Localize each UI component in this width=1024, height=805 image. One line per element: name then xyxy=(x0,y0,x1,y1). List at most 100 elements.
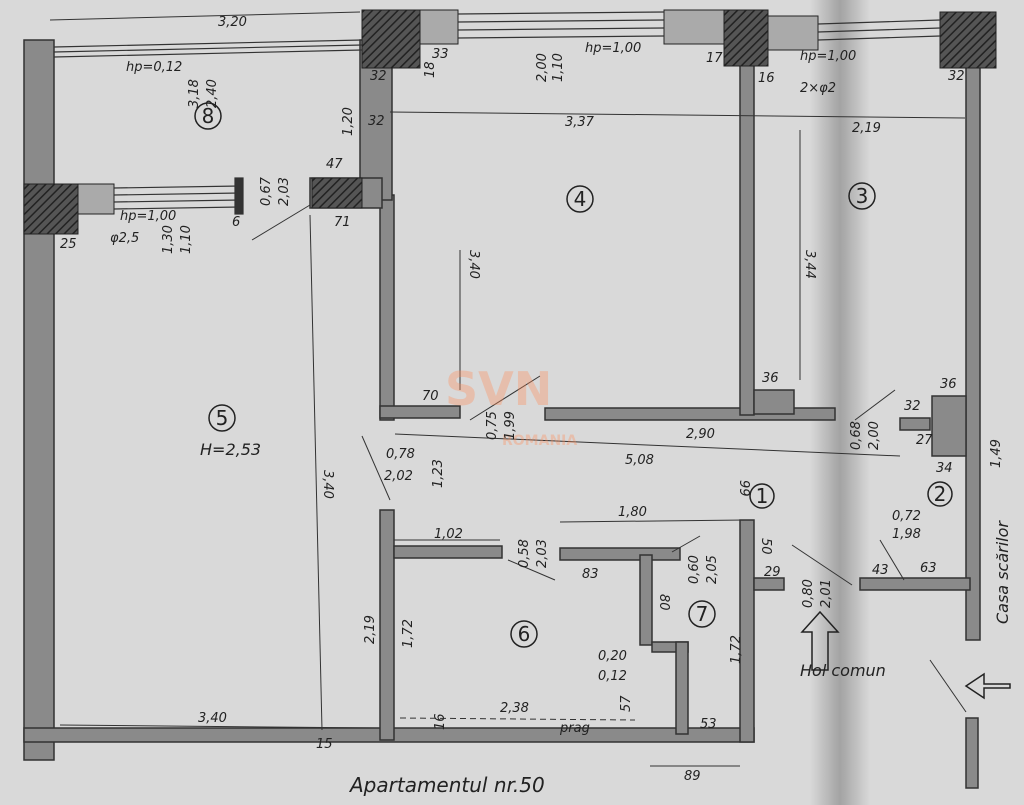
dim-43: 43 xyxy=(872,563,889,578)
dim-1-72-b: 1,72 xyxy=(729,635,744,664)
dim-83: 83 xyxy=(582,567,599,582)
dim-2-19-b: 2,19 xyxy=(363,615,378,644)
room-1-number: 1 xyxy=(756,484,769,508)
dim-1-20: 1,20 xyxy=(341,107,356,136)
room-4-number: 4 xyxy=(574,187,587,211)
room-1-circle xyxy=(749,483,775,509)
dim-2-38: 2,38 xyxy=(500,701,529,716)
dim-2-03-a: 2,03 xyxy=(277,177,292,206)
dim-3-37: 3,37 xyxy=(565,115,595,130)
entry-arrows xyxy=(800,610,1011,700)
dim-89: 89 xyxy=(684,769,701,784)
dim-0-75: 0,75 xyxy=(485,411,500,440)
dim-2-90: 2,90 xyxy=(686,427,715,442)
dim-36-a: 36 xyxy=(762,371,779,386)
dim-27: 27 xyxy=(916,433,933,448)
dim-3-44: 3,44 xyxy=(802,250,817,279)
dim-34: 34 xyxy=(936,461,953,476)
dim-hp-1-00-a: hp=1,00 xyxy=(585,41,641,56)
dim-1-72-a: 1,72 xyxy=(401,619,416,648)
dim-33: 33 xyxy=(432,47,449,62)
room-5-circle xyxy=(208,404,236,432)
threshold-label: prag xyxy=(559,721,590,736)
dim-29: 29 xyxy=(764,565,781,580)
dim-32-c: 32 xyxy=(948,69,965,84)
dim-2-05: 2,05 xyxy=(705,555,720,584)
dim-2-03-b: 2,03 xyxy=(535,539,550,568)
dim-3-40-c: 3,40 xyxy=(198,711,227,726)
room-5-height-note: H=2,53 xyxy=(200,440,261,459)
dim-2-40: 2,40 xyxy=(205,79,220,108)
watermark-brand: SVN xyxy=(445,362,552,416)
dim-0-80: 0,80 xyxy=(801,579,816,608)
dim-15: 15 xyxy=(316,737,333,752)
dim-0-12: 0,12 xyxy=(598,669,627,684)
watermark: SVN ROMANIA xyxy=(445,362,577,449)
dim-18: 18 xyxy=(423,61,438,78)
dim-16-b: 16 xyxy=(433,713,448,730)
dim-1-10: 1,10 xyxy=(551,53,566,82)
dim-0-68: 0,68 xyxy=(849,421,864,450)
dim-2-01: 2,01 xyxy=(819,579,834,608)
dim-70: 70 xyxy=(422,389,439,404)
hall-label: Hol comun xyxy=(800,661,886,680)
dim-36-b: 36 xyxy=(940,377,957,392)
dim-0-60: 0,60 xyxy=(687,555,702,584)
dim-5-08: 5,08 xyxy=(625,453,654,468)
room-8-circle xyxy=(194,102,222,130)
windows xyxy=(53,11,941,215)
dim-3-40-b: 3,40 xyxy=(320,470,335,499)
dim-hp-0-12: hp=0,12 xyxy=(126,60,182,75)
dim-3-40-a: 3,40 xyxy=(466,250,481,279)
dim-32-b: 32 xyxy=(370,69,387,84)
dim-32-a: 32 xyxy=(368,114,385,129)
dim-1-30: 1,30 xyxy=(161,225,176,254)
dim-17: 17 xyxy=(706,51,723,66)
dim-50: 50 xyxy=(758,538,773,555)
dim-1-10-b: 1,10 xyxy=(179,225,194,254)
dimension-lines xyxy=(49,11,967,767)
stairs-label: Casa scărilor xyxy=(993,520,1012,624)
dim-6: 6 xyxy=(232,215,240,230)
dim-16: 16 xyxy=(758,71,775,86)
dim-0-58: 0,58 xyxy=(517,539,532,568)
room-3-circle xyxy=(848,182,876,210)
dim-hp-1-00-b: hp=1,00 xyxy=(800,49,856,64)
dim-2-19-a: 2,19 xyxy=(852,121,881,136)
room-6-circle xyxy=(510,620,538,648)
room-numbers: 1 2 3 4 5 6 7 8 xyxy=(202,104,947,646)
dim-0-72: 0,72 xyxy=(892,509,921,524)
room-3-number: 3 xyxy=(856,184,869,208)
dim-99: 99 xyxy=(736,480,751,497)
dim-0-20: 0,20 xyxy=(598,649,627,664)
room-markers xyxy=(194,102,953,648)
room-6-number: 6 xyxy=(518,622,531,646)
dim-53: 53 xyxy=(700,717,717,732)
dim-0-78: 0,78 xyxy=(386,447,415,462)
plan-title: Apartamentul nr.50 xyxy=(348,773,545,797)
dim-2x-phi2: 2×φ2 xyxy=(800,81,836,96)
dim-3-20: 3,20 xyxy=(218,15,247,30)
dim-63: 63 xyxy=(920,561,937,576)
dim-2-02: 2,02 xyxy=(384,469,413,484)
dim-32-d: 32 xyxy=(904,399,921,414)
dim-hp-1-00-c: hp=1,00 xyxy=(120,209,176,224)
dim-1-23: 1,23 xyxy=(431,459,446,488)
hall-entry-arrow-icon xyxy=(800,610,840,671)
room-2-circle xyxy=(927,481,953,507)
dim-1-02: 1,02 xyxy=(434,527,463,542)
dim-57: 57 xyxy=(619,695,634,712)
watermark-country: ROMANIA xyxy=(502,433,577,449)
room-8-number: 8 xyxy=(202,104,215,128)
stairs-entry-arrow-icon xyxy=(964,672,1011,700)
dim-71: 71 xyxy=(334,215,351,230)
room-7-circle xyxy=(688,600,716,628)
room-5-number: 5 xyxy=(216,406,229,430)
dim-phi-2-5: φ2,5 xyxy=(110,231,139,246)
dim-2-00-b: 2,00 xyxy=(867,421,882,450)
dim-1-98: 1,98 xyxy=(892,527,921,542)
dim-0-67: 0,67 xyxy=(259,176,274,206)
dim-3-18: 3,18 xyxy=(187,79,202,108)
dim-2-00: 2,00 xyxy=(535,53,550,82)
